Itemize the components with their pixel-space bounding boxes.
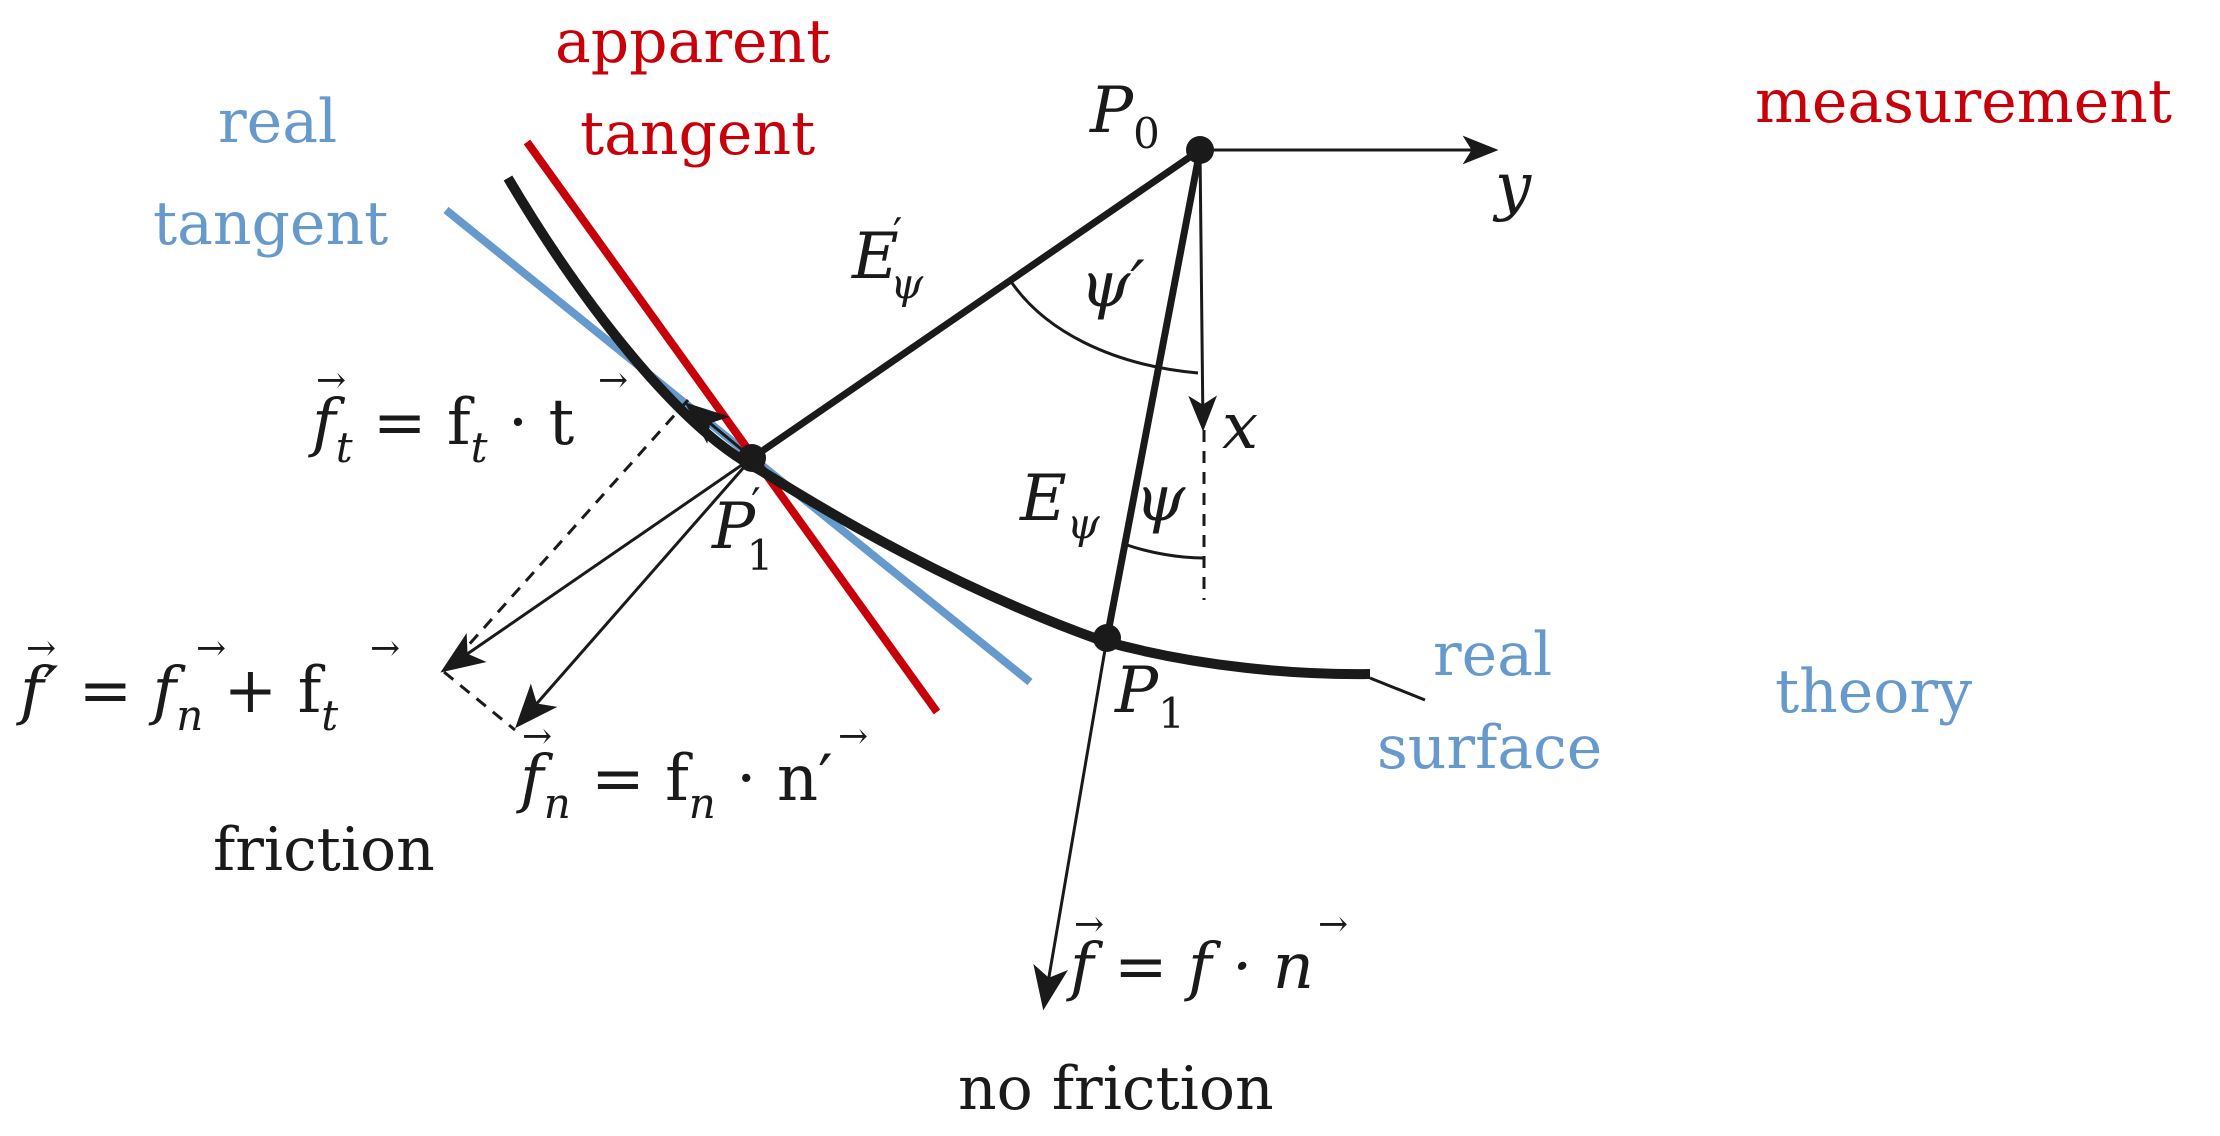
point-p1 <box>1093 624 1121 652</box>
real-surface-leader <box>1369 676 1426 702</box>
vec-arrow-fprime: → <box>26 628 56 669</box>
force-fn-arrow <box>515 457 754 729</box>
friction-label: friction <box>213 815 435 885</box>
psi-prime-label: ψ′ <box>1080 248 1145 322</box>
equation-f: f = f · n → → <box>1066 904 1348 1004</box>
apparent-tangent-label-2: tangent <box>580 99 815 169</box>
psi-label: ψ <box>1135 462 1186 536</box>
vec-arrow-nprime: → <box>838 716 868 757</box>
real-surface-curve <box>503 175 1371 680</box>
point-p0 <box>1186 136 1214 164</box>
svg-text:ft = ft · t: ft = ft · t <box>308 386 575 472</box>
vec-arrow-ft-sum: → <box>370 628 400 669</box>
svg-text:f′ = fn + ft: f′ = fn + ft <box>16 654 338 740</box>
legend-theory: theory <box>1775 657 1972 727</box>
p1-prime-label: P′1 <box>711 479 773 580</box>
parallelogram-dashed-top <box>446 398 690 670</box>
svg-text:fn = fn · n′: fn = fn · n′ <box>516 742 833 828</box>
real-surface-label-1: real <box>1433 620 1552 690</box>
no-friction-label: no friction <box>958 1054 1274 1124</box>
p1-label: P1 <box>1114 654 1185 738</box>
x-axis-label: x <box>1222 390 1258 464</box>
real-surface-label-2: surface <box>1377 713 1602 783</box>
vec-arrow-fn-sum: → <box>196 628 226 669</box>
psi-prime-arc <box>1010 282 1199 375</box>
vec-arrow-ft: → <box>316 360 346 401</box>
e-psi-line <box>1103 149 1204 639</box>
e-psi-prime-label: E′ψ <box>851 209 924 308</box>
e-psi-label: Eψ <box>1019 462 1101 548</box>
vec-arrow-f: → <box>1074 904 1104 945</box>
vec-arrow-t: → <box>598 360 628 401</box>
real-tangent-label-2: tangent <box>153 189 388 259</box>
parallelogram-dashed-bottom <box>443 670 516 732</box>
e-psi-prime-line <box>750 147 1202 461</box>
equation-fprime: f′ = fn + ft → → → <box>16 628 400 740</box>
force-f-arrow <box>1033 637 1109 1011</box>
apparent-tangent-label-1: apparent <box>555 7 830 77</box>
vec-arrow-n: → <box>1318 904 1348 945</box>
y-axis-label: y <box>1492 150 1532 224</box>
svg-text:f = f · n: f = f · n <box>1066 930 1314 1004</box>
point-p1-prime <box>738 444 766 472</box>
vec-arrow-fn: → <box>522 716 552 757</box>
force-fprime-arrow <box>440 456 753 673</box>
equation-ft: ft = ft · t → → <box>308 360 628 472</box>
psi-arc <box>1126 543 1204 560</box>
equation-fn: fn = fn · n′ → → <box>516 716 868 828</box>
legend-measurement: measurement <box>1755 67 2172 137</box>
real-tangent-label-1: real <box>218 87 337 157</box>
apparent-tangent-line <box>523 139 941 715</box>
p0-label: P0 <box>1089 74 1160 158</box>
x-axis <box>1188 149 1218 432</box>
